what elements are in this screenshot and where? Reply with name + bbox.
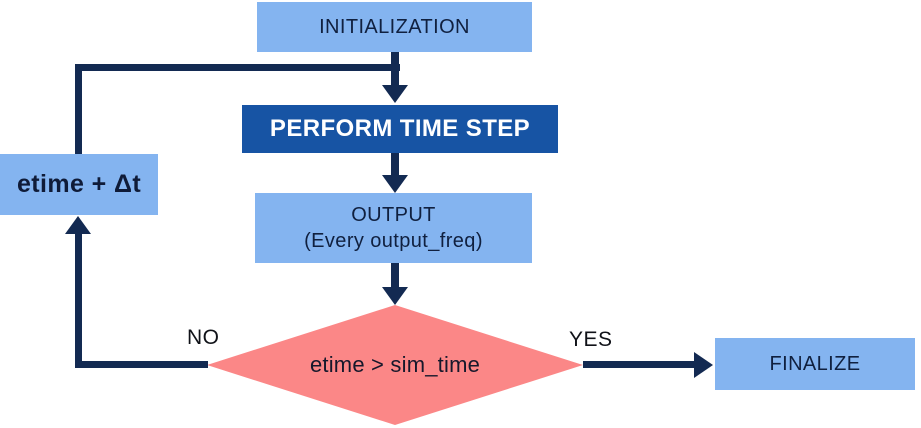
node-initialization: INITIALIZATION [257,2,532,52]
connector-init-to-perform [391,52,399,86]
node-finalize: FINALIZE [715,338,915,390]
node-initialization-label: INITIALIZATION [319,16,470,38]
node-perform-time-step-label: PERFORM TIME STEP [269,115,531,143]
edge-label-yes: YES [569,328,613,351]
node-output-sublabel: (Every output_freq) [304,230,483,252]
arrowhead-into-finalize-icon [694,352,713,378]
connector-loop-top-horizontal [75,64,400,71]
node-decision-label: etime > sim_time [309,352,481,377]
arrowhead-into-perform-icon [382,85,408,103]
connector-no-horizontal [75,361,208,368]
arrowhead-into-output-icon [382,175,408,193]
connector-no-vertical [75,232,82,368]
node-output-label: OUTPUT [351,204,436,226]
node-etime-increment-label: etime + Δt [16,170,142,199]
node-perform-time-step: PERFORM TIME STEP [242,105,558,153]
arrowhead-into-increment-icon [65,216,91,234]
connector-yes-horizontal [583,361,694,368]
connector-perform-to-output [391,153,399,176]
connector-loop-left-vertical [75,64,82,155]
node-finalize-label: FINALIZE [769,353,861,375]
edge-label-no: NO [187,326,220,349]
node-decision: etime > sim_time [207,305,583,425]
node-etime-increment: etime + Δt [0,154,158,215]
connector-output-to-decision [391,263,399,288]
node-output: OUTPUT (Every output_freq) [255,193,532,263]
arrowhead-into-decision-icon [382,287,408,305]
